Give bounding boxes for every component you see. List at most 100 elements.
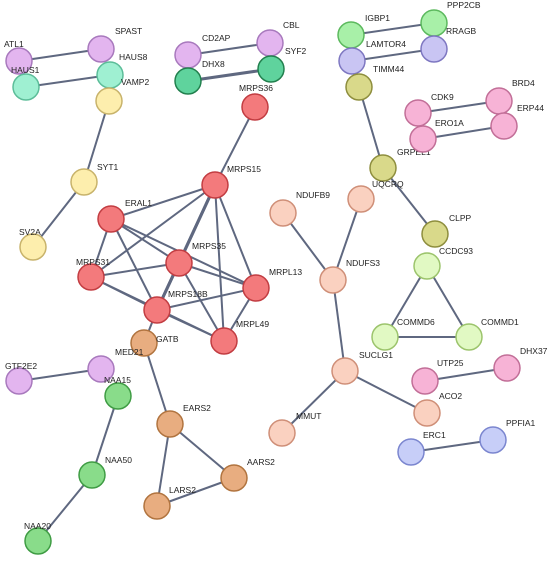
node-clpp[interactable]: CLPP xyxy=(421,213,472,248)
node-circle[interactable] xyxy=(411,367,439,395)
node-circle[interactable] xyxy=(104,382,132,410)
node-commd6[interactable]: COMMD6 xyxy=(371,317,435,351)
node-mrps36[interactable]: MRPS36 xyxy=(239,83,273,121)
node-circle[interactable] xyxy=(268,419,296,447)
node-uqcrq[interactable]: UQCRQ xyxy=(347,179,404,213)
node-dhx37[interactable]: DHX37 xyxy=(493,346,548,382)
node-erp44[interactable]: ERP44 xyxy=(490,103,544,140)
node-circle[interactable] xyxy=(493,354,521,382)
node-rragb[interactable]: RRAGB xyxy=(420,26,477,63)
node-syf2[interactable]: SYF2 xyxy=(257,46,307,83)
node-lamtor4[interactable]: LAMTOR4 xyxy=(338,39,406,75)
node-circle[interactable] xyxy=(479,426,507,454)
node-circle[interactable] xyxy=(347,185,375,213)
node-ears2[interactable]: EARS2 xyxy=(156,403,211,438)
node-med21[interactable]: MED21 xyxy=(87,347,144,383)
node-circle[interactable] xyxy=(130,329,158,357)
node-timm44[interactable]: TIMM44 xyxy=(345,64,404,101)
node-mrps35[interactable]: MRPS35 xyxy=(165,241,226,277)
node-ndufs3[interactable]: NDUFS3 xyxy=(319,258,380,294)
node-circle[interactable] xyxy=(174,41,202,69)
node-mrps15[interactable]: MRPS15 xyxy=(201,164,261,199)
node-circle[interactable] xyxy=(413,399,441,427)
node-circle[interactable] xyxy=(87,355,115,383)
node-commd1[interactable]: COMMD1 xyxy=(455,317,519,351)
node-ero1a[interactable]: ERO1A xyxy=(409,118,464,153)
node-circle[interactable] xyxy=(413,252,441,280)
node-ppfia1[interactable]: PPFIA1 xyxy=(479,418,536,454)
node-erc1[interactable]: ERC1 xyxy=(397,430,446,466)
node-circle[interactable] xyxy=(96,61,124,89)
node-gtf2e2[interactable]: GTF2E2 xyxy=(5,361,37,395)
node-circle[interactable] xyxy=(95,87,123,115)
node-circle[interactable] xyxy=(241,93,269,121)
node-lars2[interactable]: LARS2 xyxy=(143,485,196,520)
node-suclg1[interactable]: SUCLG1 xyxy=(331,350,393,385)
node-circle[interactable] xyxy=(485,87,513,115)
node-circle[interactable] xyxy=(165,249,193,277)
node-gatb[interactable]: GATB xyxy=(130,329,179,357)
node-atl1[interactable]: ATL1 xyxy=(4,39,33,75)
node-aco2[interactable]: ACO2 xyxy=(413,391,462,427)
node-utp25[interactable]: UTP25 xyxy=(411,358,464,395)
node-circle[interactable] xyxy=(404,99,432,127)
node-circle[interactable] xyxy=(331,357,359,385)
node-eral1[interactable]: ERAL1 xyxy=(97,198,152,233)
node-circle[interactable] xyxy=(201,171,229,199)
node-circle[interactable] xyxy=(420,35,448,63)
node-cdk9[interactable]: CDK9 xyxy=(404,92,454,127)
node-circle[interactable] xyxy=(70,168,98,196)
node-circle[interactable] xyxy=(257,55,285,83)
node-circle[interactable] xyxy=(455,323,483,351)
node-vamp2[interactable]: VAMP2 xyxy=(95,77,149,115)
node-circle[interactable] xyxy=(174,67,202,95)
node-circle[interactable] xyxy=(220,464,248,492)
node-aars2[interactable]: AARS2 xyxy=(220,457,275,492)
node-circle[interactable] xyxy=(156,410,184,438)
node-spast[interactable]: SPAST xyxy=(87,26,142,63)
node-haus1[interactable]: HAUS1 xyxy=(11,65,40,101)
node-circle[interactable] xyxy=(242,274,270,302)
node-circle[interactable] xyxy=(24,527,52,555)
node-naa15[interactable]: NAA15 xyxy=(104,375,132,410)
node-circle[interactable] xyxy=(87,35,115,63)
node-circle[interactable] xyxy=(5,47,33,75)
node-mrps18b[interactable]: MRPS18B xyxy=(143,289,208,324)
node-circle[interactable] xyxy=(409,125,437,153)
node-circle[interactable] xyxy=(78,461,106,489)
node-grpel1[interactable]: GRPEL1 xyxy=(369,147,431,182)
node-mrpl13[interactable]: MRPL13 xyxy=(242,267,302,302)
node-circle[interactable] xyxy=(269,199,297,227)
node-circle[interactable] xyxy=(210,327,238,355)
node-mrpl49[interactable]: MRPL49 xyxy=(210,319,269,355)
node-dhx8[interactable]: DHX8 xyxy=(174,59,225,95)
node-syt1[interactable]: SYT1 xyxy=(70,162,119,196)
node-circle[interactable] xyxy=(337,21,365,49)
node-circle[interactable] xyxy=(319,266,347,294)
node-circle[interactable] xyxy=(19,233,47,261)
node-circle[interactable] xyxy=(338,47,366,75)
node-circle[interactable] xyxy=(371,323,399,351)
node-circle[interactable] xyxy=(490,112,518,140)
node-circle[interactable] xyxy=(5,367,33,395)
node-circle[interactable] xyxy=(97,205,125,233)
node-circle[interactable] xyxy=(420,9,448,37)
node-ndufb9[interactable]: NDUFB9 xyxy=(269,190,330,227)
node-sv2a[interactable]: SV2A xyxy=(19,227,47,261)
node-ppp2cb[interactable]: PPP2CB xyxy=(420,0,481,37)
node-circle[interactable] xyxy=(369,154,397,182)
node-circle[interactable] xyxy=(143,296,171,324)
node-circle[interactable] xyxy=(12,73,40,101)
node-circle[interactable] xyxy=(345,73,373,101)
node-circle[interactable] xyxy=(256,29,284,57)
node-mmut[interactable]: MMUT xyxy=(268,411,322,447)
node-cbl[interactable]: CBL xyxy=(256,20,300,57)
node-naa50[interactable]: NAA50 xyxy=(78,455,132,489)
node-mrps31[interactable]: MRPS31 xyxy=(76,257,110,291)
node-circle[interactable] xyxy=(421,220,449,248)
node-circle[interactable] xyxy=(77,263,105,291)
node-naa20[interactable]: NAA20 xyxy=(24,521,52,555)
node-ccdc93[interactable]: CCDC93 xyxy=(413,246,473,280)
node-circle[interactable] xyxy=(397,438,425,466)
node-circle[interactable] xyxy=(143,492,171,520)
